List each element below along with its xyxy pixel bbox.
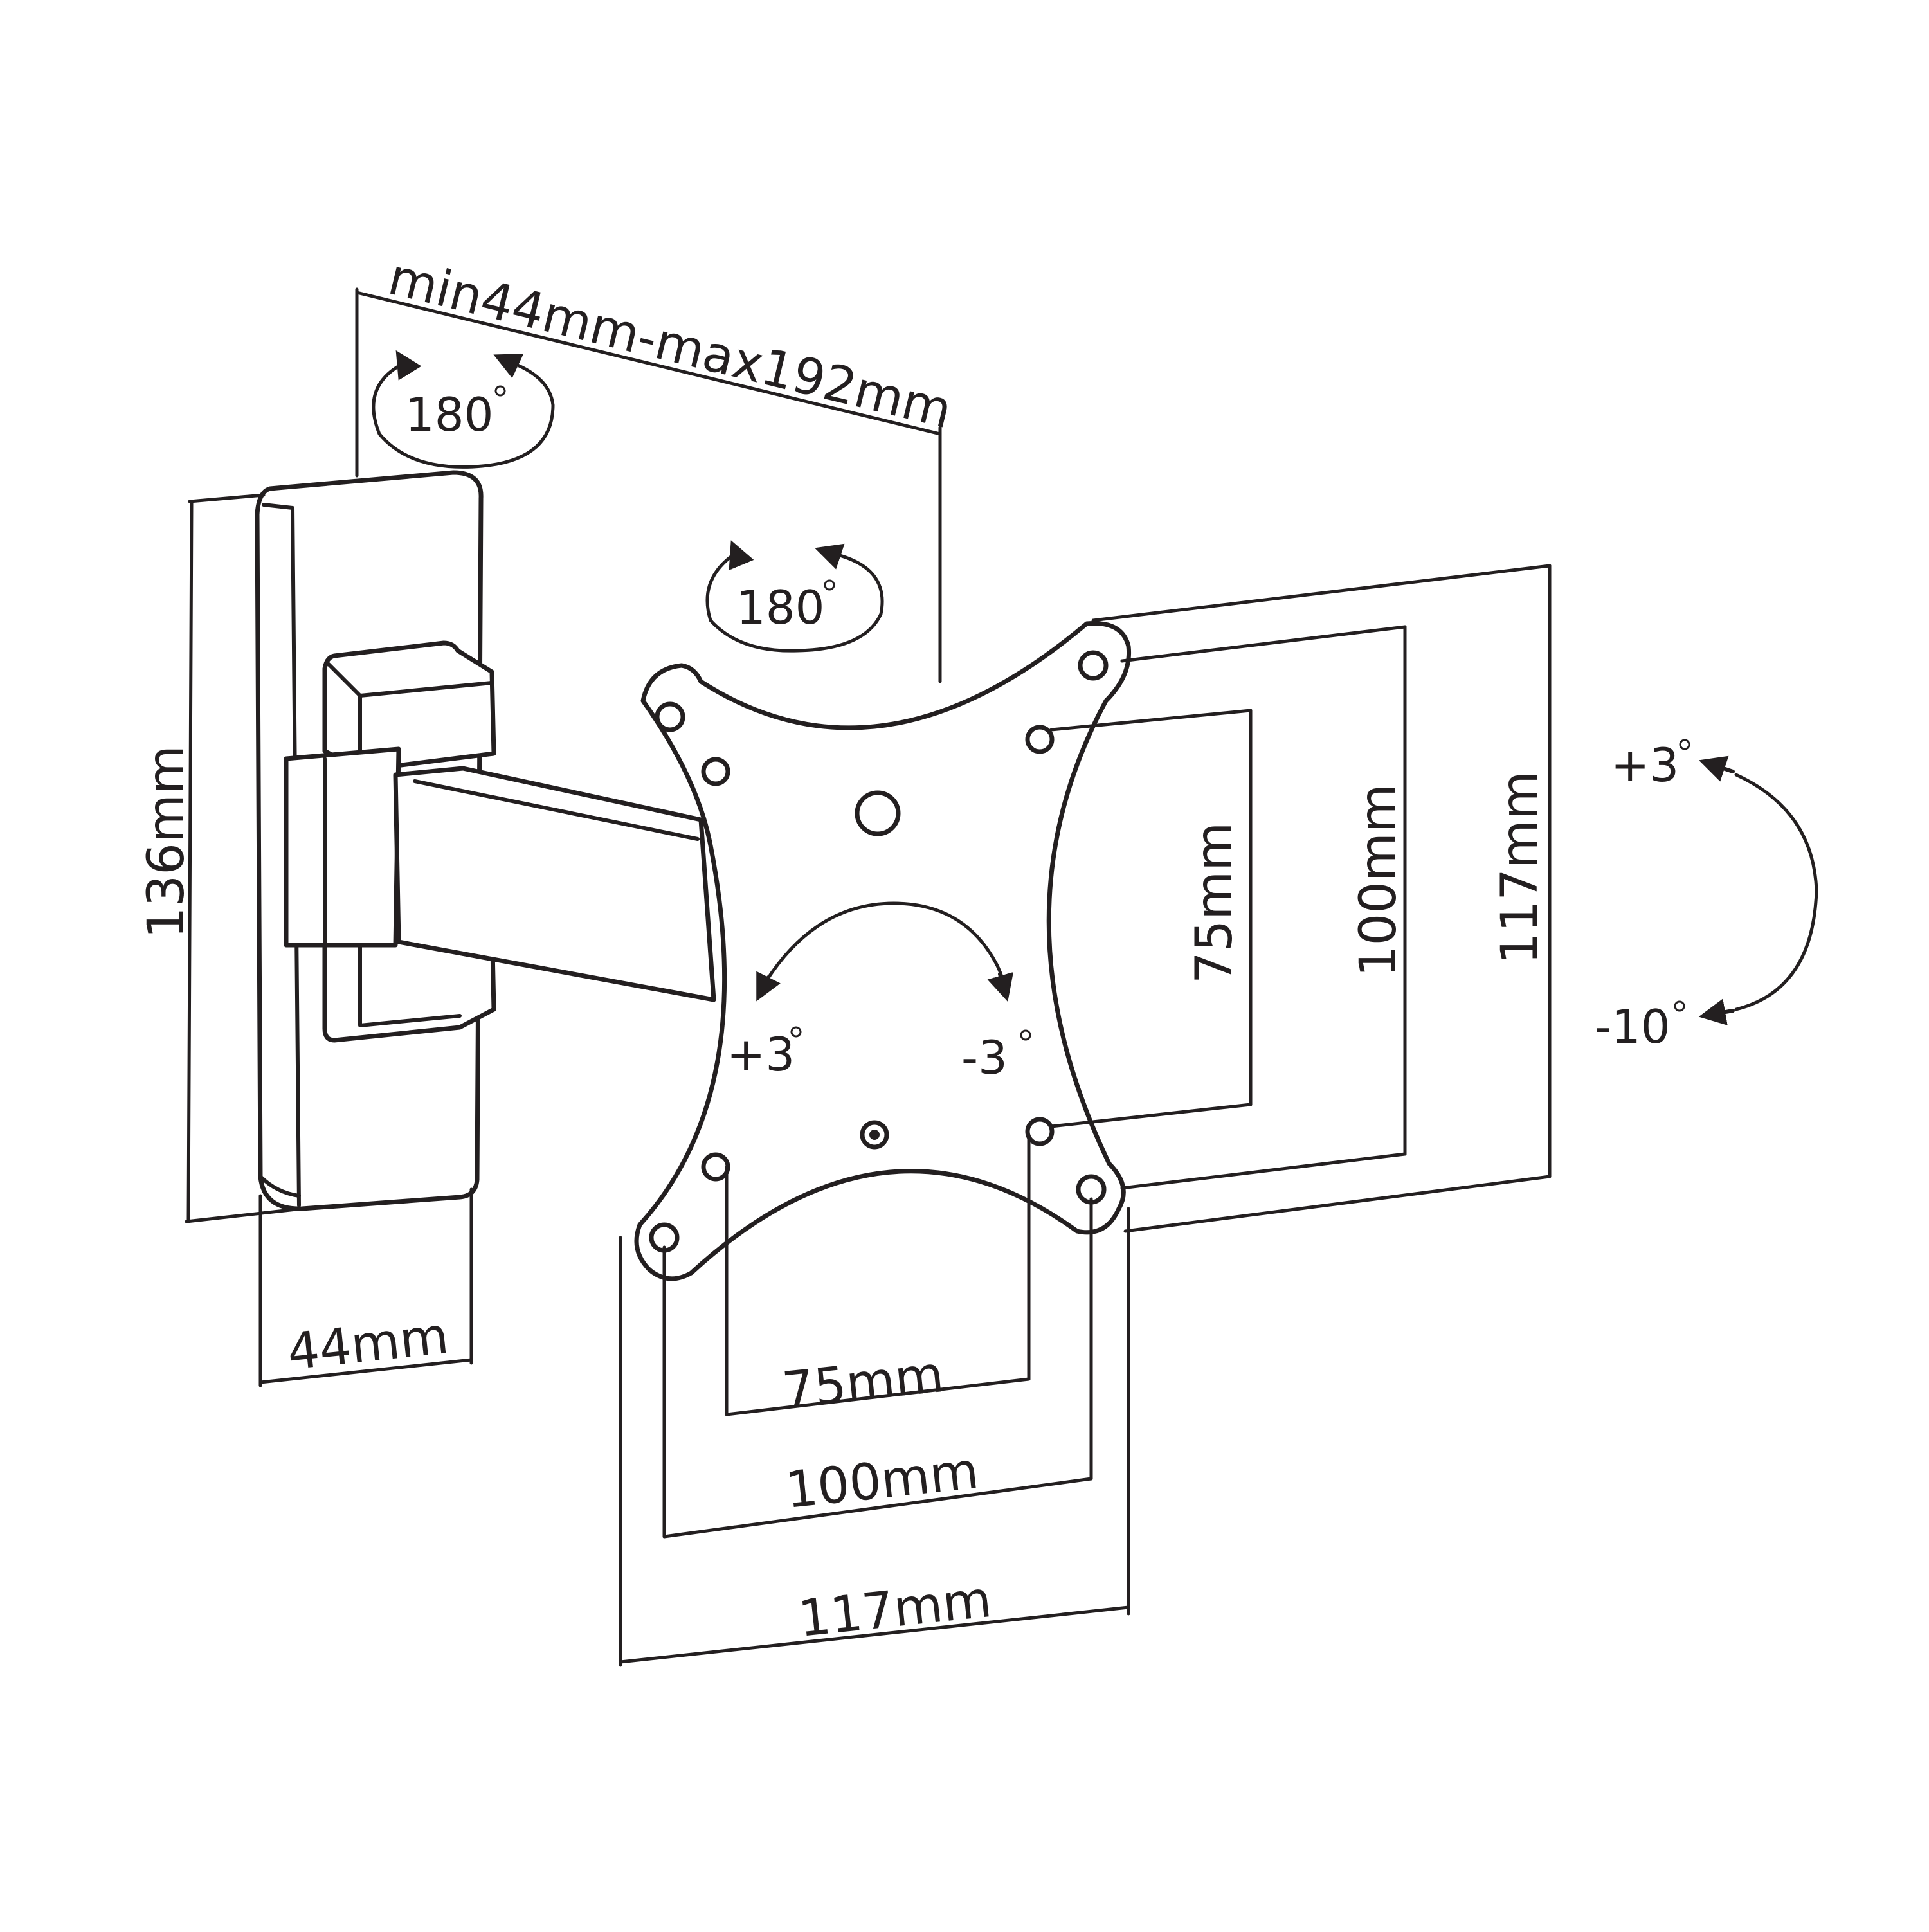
label-wall-plate-depth: 44mm xyxy=(285,1307,451,1382)
tilt-indicator: +3 -10 xyxy=(1595,738,1818,1054)
arm-extension-bar xyxy=(393,766,716,1002)
vesa-hole-117-top-left xyxy=(655,701,685,732)
vesa-hole-center-top xyxy=(855,790,901,836)
vesa-hole-117-top-right xyxy=(1078,650,1109,681)
label-plate-vertical: 117mm xyxy=(1491,771,1549,964)
label-wall-plate-height: 136mm xyxy=(138,745,195,939)
label-rotate-left: +3 xyxy=(727,1027,795,1081)
label-head-swivel: 180 xyxy=(736,581,824,635)
dimension-plate-vertical: 117mm xyxy=(1091,564,1552,1233)
head-swivel-indicator: 180 xyxy=(705,540,884,653)
label-plate-horizontal: 117mm xyxy=(796,1571,995,1648)
vesa-plate xyxy=(634,620,1132,1281)
dimension-wall-plate-height: 136mm xyxy=(138,493,304,1223)
label-vesa-outer-vertical: 100mm xyxy=(1350,784,1408,977)
vesa-hole-100-top-right xyxy=(1025,725,1055,754)
dimension-vesa-inner-vertical: 75mm xyxy=(1049,709,1253,1128)
label-tilt-down: -10 xyxy=(1595,1000,1671,1054)
label-tilt-up: +3 xyxy=(1611,738,1679,792)
vesa-hole-100-bottom-right xyxy=(1025,1117,1055,1146)
vesa-hole-100-top-left xyxy=(701,757,730,786)
label-vesa-outer-horizontal: 100mm xyxy=(783,1442,982,1520)
label-arm-swivel: 180 xyxy=(405,388,493,442)
arm-hinge xyxy=(284,746,401,948)
rotation-indicator: +3 -3 xyxy=(727,901,1031,1085)
label-rotate-right: -3 xyxy=(961,1031,1008,1085)
arm-swivel-indicator: 180 xyxy=(372,350,555,469)
vesa-hole-100-bottom-left xyxy=(701,1152,730,1182)
dimension-vesa-outer-vertical: 100mm xyxy=(1120,625,1408,1190)
label-vesa-inner-vertical: 75mm xyxy=(1186,822,1244,984)
dimension-wall-plate-depth: 44mm xyxy=(258,1187,473,1387)
dimension-plate-horizontal: 117mm xyxy=(619,1207,1130,1667)
label-vesa-inner-horizontal: 75mm xyxy=(780,1346,946,1420)
